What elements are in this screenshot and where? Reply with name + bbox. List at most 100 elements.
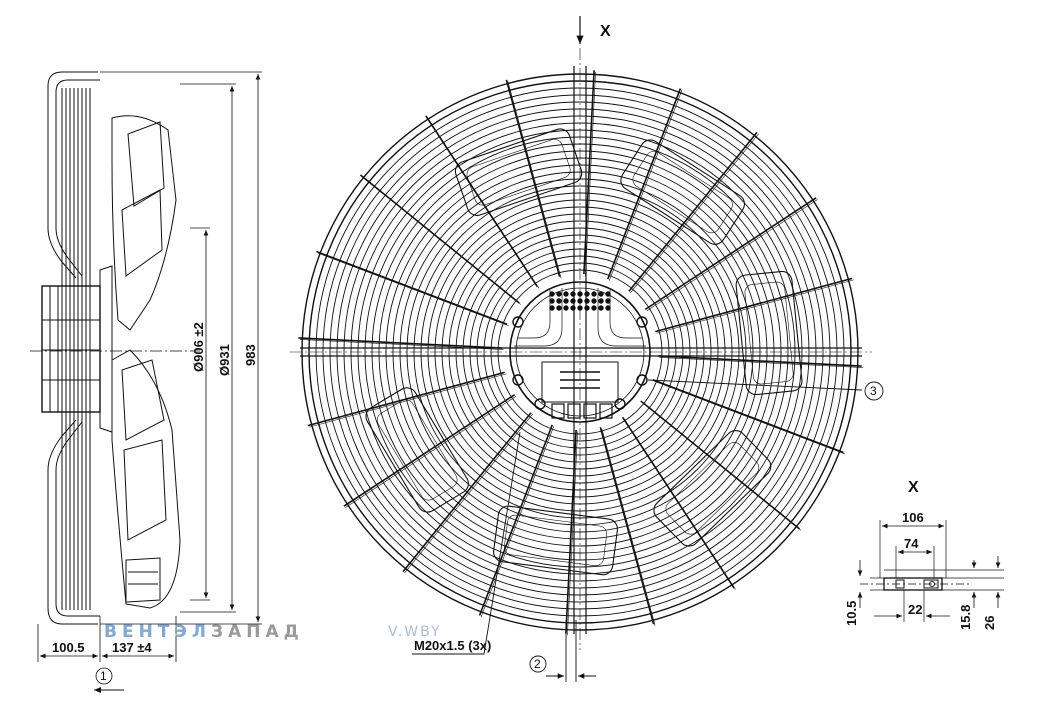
guard-strut-edge [317,252,509,326]
cooling-fin [563,305,569,311]
mounting-bolt [512,316,524,328]
guard-strut-edge [656,279,854,334]
mounting-bolt [512,374,524,386]
guard-strut-edge [427,117,540,289]
hub-channel [609,290,642,339]
guard-strut-edge [646,199,818,312]
fan-blade [735,270,803,396]
guard-strut [599,427,655,625]
dim-height-total: 983 [243,344,258,366]
cooling-fin [556,298,562,304]
cooling-fin [556,291,562,297]
guard-frame [47,71,98,625]
guard-strut [652,379,844,454]
mounting-bolt [636,316,648,328]
guard-strut-edge [507,81,562,279]
guard-strut-edge [609,89,683,281]
guard-strut [307,371,505,427]
front-view-annotations [412,16,884,682]
guard-strut-edge [659,357,864,368]
side-view [30,71,200,625]
cooling-fin [598,298,604,304]
guard-strut [425,115,539,288]
front-view [290,48,872,650]
guard-strut-edge [567,431,578,636]
cooling-fin [591,298,597,304]
cooling-fin [598,305,604,311]
dim-diameter-mid: Ø931 [217,344,232,376]
callout-rotation-circle [529,655,547,673]
blade-profile-lower [111,349,181,609]
guard-strut [505,79,561,277]
guard-strut-edge [404,414,533,574]
hub-channel [518,290,551,339]
guard-strut-edge [601,428,656,626]
guard-strut-edge [585,71,596,276]
guard-strut [298,337,503,349]
guard-strut [628,131,758,292]
callout-terminal-box: 3 [870,384,877,398]
guard-strut [621,416,735,589]
callout-airflow: 1 [100,669,107,683]
hub-channel [597,288,646,347]
mounting-bolt [614,398,626,410]
hub-channel [514,288,563,347]
cooling-fin [549,298,555,304]
guard-strut-edge [345,395,517,508]
detail-view-label-x: X [908,479,919,496]
fan-blade-inner [504,514,608,567]
motor-block [41,285,101,413]
cooling-fin [549,291,555,297]
fan-blade-inner [665,442,760,535]
dim-depth-guard: 100.5 [52,640,85,655]
detail-x-view [857,520,1004,622]
callout-terminal-box-circle [864,381,884,401]
view-label-x: X [600,23,611,40]
guard-strut-edge [654,381,846,455]
dim-detail-mid: 15.8 [958,605,973,630]
dim-detail-left: 10.5 [844,601,859,626]
callout-rotation: 2 [534,657,541,671]
guard-strut-edge [642,402,802,531]
dim-depth-body: 137 ±4 [112,640,152,655]
fan-blade [365,387,469,513]
cable-gland [583,403,597,419]
watermark-brand: ВЕНТЭЛЗАПАД [104,622,304,642]
guard-strut-edge [630,133,759,293]
cooling-fin [605,291,611,297]
guard-strut-edge [361,176,521,305]
watermark-site: V.WBY [388,624,442,640]
watermark-brand-part2: ЗАПАД [211,622,304,642]
cooling-fin [591,291,597,297]
fan-blade [493,505,618,576]
fan-blade-inner [376,399,458,501]
cooling-fin [605,298,611,304]
guard-strut [343,393,516,507]
mounting-bolt [534,398,546,410]
dim-diameter-inner: Ø906 ±2 [191,322,206,372]
guard-strut-edge [623,418,736,590]
cooling-fin [591,305,597,311]
cooling-fin [563,298,569,304]
side-view-dimensions [37,71,262,693]
guard-strut [402,412,532,573]
cooling-fin [598,291,604,297]
callout-airflow-circle [95,667,113,685]
fan-blade-inner [632,151,733,234]
dim-detail-width-outer: 106 [902,510,924,525]
dim-detail-slot: 22 [908,602,922,617]
guard-strut [655,277,853,333]
cable-gland-label: M20x1.5 (3x) [414,638,491,653]
guard-strut [316,250,508,325]
fan-blade-inner [744,281,794,385]
dim-detail-width-inner: 74 [904,536,919,551]
blade-profile-upper [111,115,177,331]
fan-blade [454,128,583,216]
fan-blade [620,139,746,245]
guard-strut [657,355,862,367]
guard-strut [644,197,817,311]
terminal-box [541,361,619,403]
guard-strut-edge [309,373,507,428]
guard-strut [607,88,682,280]
cooling-fin [556,305,562,311]
